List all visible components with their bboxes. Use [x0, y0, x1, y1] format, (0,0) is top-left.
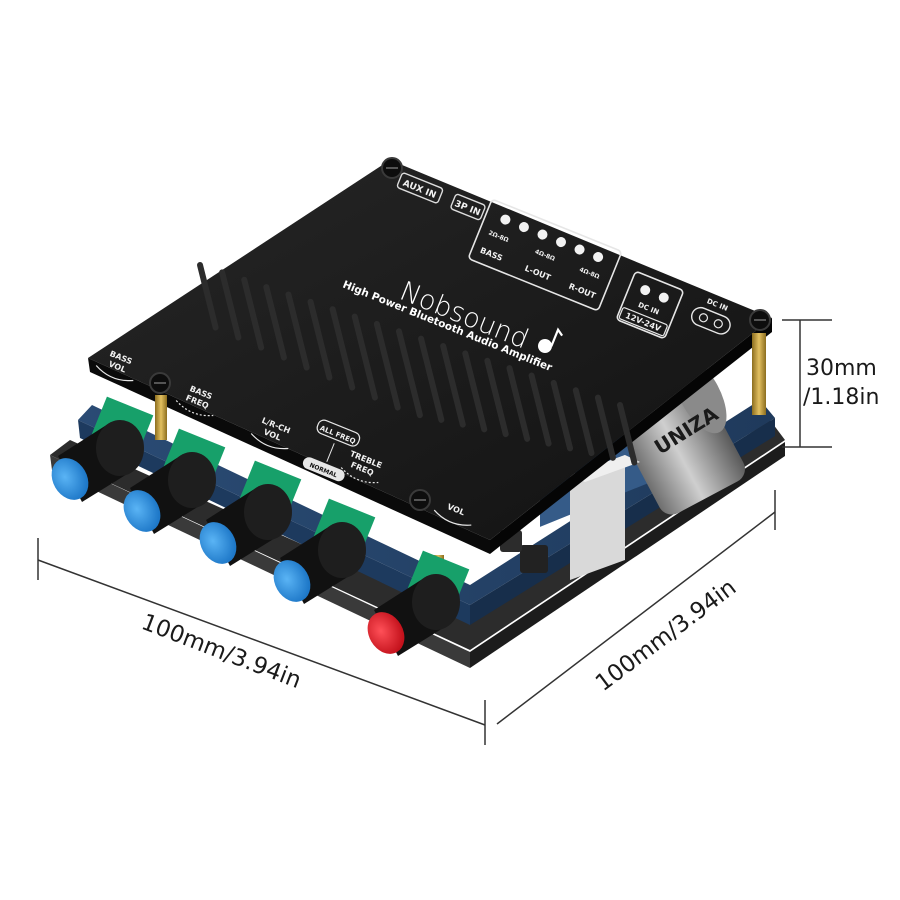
vent-slot — [550, 379, 574, 452]
control-labels: BASS VOL BASS FREQ L/R-CH VOL ALL FREQ N… — [95, 349, 472, 526]
screw-icon — [149, 372, 171, 394]
screw-icon — [409, 489, 431, 511]
knob-cap — [123, 490, 161, 532]
vent-slot — [285, 291, 310, 371]
master-vol-knob[interactable] — [360, 550, 470, 661]
knob-rear — [168, 452, 216, 508]
vent-slot — [351, 313, 378, 401]
lrch-vol-knob[interactable] — [192, 460, 302, 571]
height-dimension-mm: 30mm — [806, 356, 877, 381]
treble-freq-knob[interactable] — [266, 498, 376, 609]
vent-slot — [617, 402, 638, 466]
vent-slot — [197, 262, 219, 331]
knob-rear — [96, 420, 144, 476]
music-note-icon — [538, 327, 564, 353]
bass-freq-knob[interactable] — [116, 428, 226, 539]
vent-slot — [594, 394, 616, 461]
vent-slots — [197, 262, 638, 466]
knob-cap — [367, 612, 405, 654]
knob-rear — [412, 574, 460, 630]
vent-slot — [506, 365, 531, 442]
screw-icon — [749, 309, 771, 331]
vent-slot — [418, 335, 445, 423]
height-dimension-in: /1.18in — [803, 385, 879, 410]
knob-rear — [318, 522, 366, 578]
width-dimension-label: 100mm/3.94in — [138, 609, 305, 694]
terminal-holes — [500, 214, 604, 263]
knob-rear — [244, 484, 292, 540]
vent-slot — [307, 298, 333, 381]
bass-vol-knob[interactable] — [44, 396, 154, 507]
knobs — [44, 396, 470, 661]
screw-icon — [381, 157, 403, 179]
vent-slot — [395, 328, 423, 419]
knob-cap — [199, 522, 237, 564]
vent-slot — [263, 284, 287, 361]
vent-slot — [484, 357, 509, 438]
vent-slot — [440, 343, 466, 428]
screws — [149, 157, 771, 511]
vent-slot — [329, 306, 356, 391]
vent-slot — [373, 320, 401, 411]
vent-slot — [241, 276, 265, 351]
dimension-lines — [37, 319, 832, 745]
vent-slot — [572, 387, 595, 457]
vent-slot — [462, 350, 488, 433]
knob-cap — [51, 458, 89, 500]
knob-cap — [273, 560, 311, 602]
vent-slot — [219, 269, 242, 341]
vent-slot — [528, 372, 552, 447]
